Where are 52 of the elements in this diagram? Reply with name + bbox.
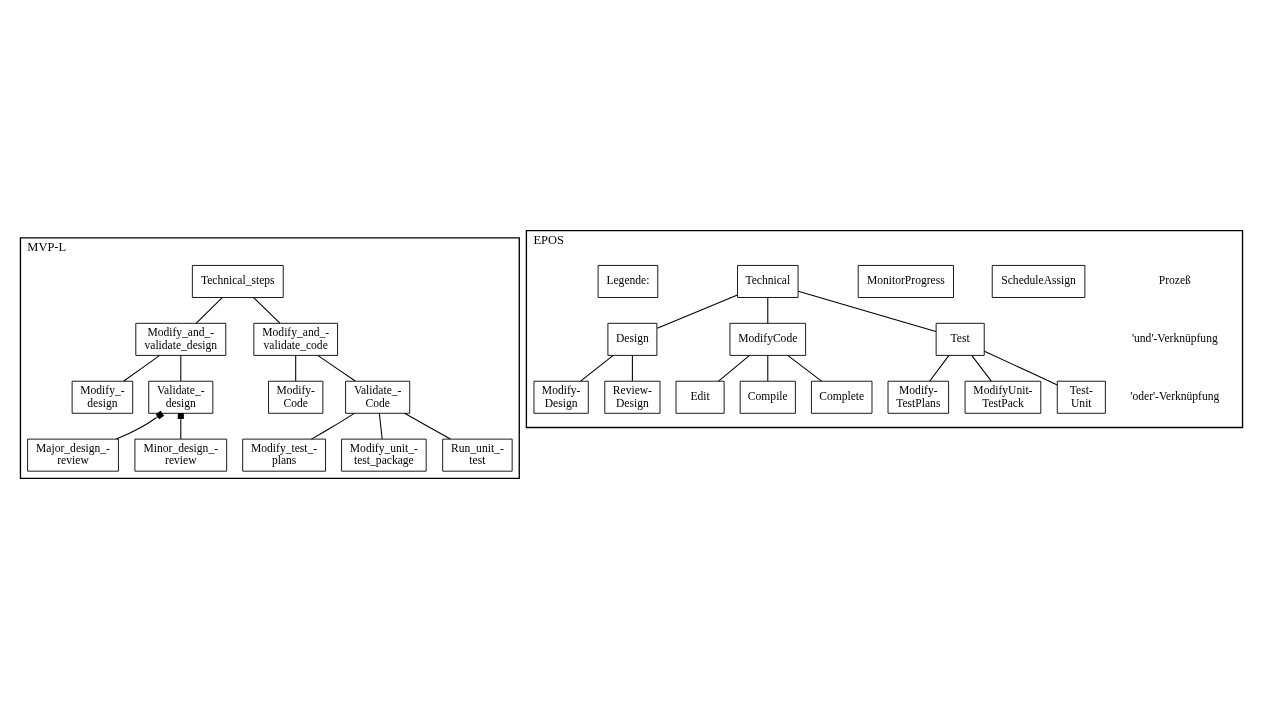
- node-box: Review- Design: [604, 380, 661, 414]
- node-box: Complete: [811, 380, 873, 414]
- node-box: Test- Unit: [1056, 380, 1106, 414]
- node-box: Legende:: [597, 265, 659, 298]
- connector: [295, 355, 297, 382]
- node-box: Modify_test_- plans: [242, 438, 326, 472]
- connector: [180, 355, 182, 382]
- connector: [378, 412, 383, 440]
- node-box: Modify_- design: [71, 380, 134, 414]
- node-box: Design: [607, 322, 658, 356]
- connector: [177, 412, 184, 440]
- node-box: Validate_- design: [148, 380, 214, 414]
- connector: [767, 297, 769, 324]
- connector: [195, 297, 223, 324]
- node-box: Modify- Design: [533, 380, 589, 414]
- connector: [317, 355, 356, 382]
- node-box: Minor_design_- review: [134, 438, 228, 472]
- node-box: Technical_steps: [191, 265, 284, 298]
- node-box: Edit: [675, 380, 725, 414]
- connector: [404, 412, 451, 440]
- node-box: Test: [935, 322, 985, 356]
- node-box: Modify_and_- validate_code: [253, 322, 338, 356]
- node-box: Compile: [739, 380, 796, 414]
- node-box: Run_unit_- test: [442, 438, 513, 472]
- connector: [253, 297, 281, 324]
- connector: [767, 355, 769, 382]
- node-box: MonitorProgress: [857, 265, 954, 298]
- legend-label: 'und'-Verknüpfung: [1131, 332, 1218, 346]
- legend-label: Prozeß: [1158, 274, 1191, 288]
- node-box: Major_design_- review: [27, 438, 119, 472]
- node-box: Modify_and_- validate_design: [135, 322, 227, 356]
- connector: [656, 294, 738, 329]
- node-box: ModifyCode: [729, 322, 807, 356]
- connector: [983, 350, 1058, 386]
- node-box: ModifyUnit- TestPack: [964, 380, 1042, 414]
- connector: [123, 355, 160, 382]
- node-box: ScheduleAssign: [991, 265, 1086, 298]
- connector: [971, 355, 992, 382]
- connector: [631, 355, 633, 382]
- node-box: Modify_unit_- test_package: [341, 438, 427, 472]
- connector: [797, 290, 937, 332]
- connector: [115, 410, 165, 440]
- connector: [787, 355, 823, 382]
- node-box: Validate_- Code: [345, 380, 411, 414]
- connector: [929, 355, 950, 382]
- connector: [718, 355, 750, 382]
- node-box: Technical: [737, 265, 799, 298]
- connector: [310, 412, 355, 440]
- node-box: Modify- TestPlans: [887, 380, 950, 414]
- legend-label: 'oder'-Verknüpfung: [1130, 390, 1220, 404]
- connector: [580, 355, 614, 382]
- node-box: Modify- Code: [268, 380, 324, 414]
